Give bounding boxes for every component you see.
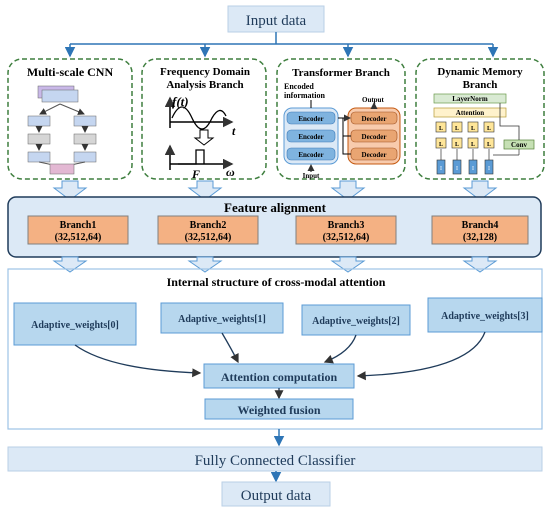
encoder-label-2: Encoder — [298, 133, 323, 141]
input-data-label: Input data — [246, 13, 307, 29]
memory-icon: LayerNorm Attention L L L L L L L L Conv… — [433, 93, 535, 175]
transformer-branch-box — [276, 58, 406, 180]
adaptive-weights-1-box — [160, 302, 284, 334]
feature-alignment-title: Feature alignment — [224, 200, 327, 215]
output-data-box — [221, 481, 331, 507]
branch-box-2: Branch2 (32,512,64) — [157, 215, 259, 245]
adaptive-weights-1: Adaptive_weights[1] — [178, 314, 266, 325]
branch3-shape: (32,512,64) — [323, 232, 370, 243]
mem-input-4: I — [488, 166, 490, 172]
cnn-icon — [27, 85, 97, 175]
t-axis-label: t — [232, 124, 236, 138]
encoded-info-label-2: information — [284, 91, 325, 100]
attention-section-title: Internal structure of cross-modal attent… — [167, 275, 386, 289]
output-data-label: Output data — [241, 488, 312, 504]
cnn-branch-box — [7, 58, 133, 180]
branch-to-alignment-arrows — [52, 180, 498, 201]
branch4-name: Branch4 — [462, 220, 499, 231]
branch1-name: Branch1 — [60, 220, 97, 231]
memory-branch-title-2: Branch — [463, 79, 498, 91]
branch-box-1: Branch1 (32,512,64) — [27, 215, 129, 245]
memory-branch-title-1: Dynamic Memory — [437, 66, 523, 78]
mem-cell-2: L — [455, 126, 459, 132]
transformer-icon: Encoded information Output Encoder Encod… — [283, 82, 401, 180]
adaptive-weights-0: Adaptive_weights[0] — [31, 320, 119, 331]
mem-cell-8: L — [487, 142, 491, 148]
transformer-input-label: Input — [303, 172, 320, 180]
attention-computation-label: Attention computation — [221, 370, 338, 384]
frequency-branch-title-2: Analysis Branch — [166, 79, 243, 91]
mem-cell-4: L — [487, 126, 491, 132]
branch4-shape: (32,128) — [463, 232, 497, 243]
omega-label: ω — [226, 165, 235, 179]
transformer-branch-title: Transformer Branch — [292, 67, 390, 79]
branch1-shape: (32,512,64) — [55, 232, 102, 243]
mem-input-3: I — [472, 166, 474, 172]
branch3-name: Branch3 — [328, 220, 365, 231]
alignment-to-attention-arrows — [52, 256, 498, 273]
encoder-label-1: Encoder — [298, 115, 323, 123]
classifier-label: Fully Connected Classifier — [195, 453, 356, 469]
decoder-label-3: Decoder — [362, 151, 387, 159]
adaptive-weights-2: Adaptive_weights[2] — [312, 316, 400, 327]
transformer-output-label: Output — [362, 96, 384, 104]
attention-section-panel — [7, 268, 543, 430]
classifier-box — [7, 446, 543, 472]
f-of-t-label: f(t) — [172, 94, 189, 109]
branch-box-4: Branch4 (32,128) — [431, 215, 529, 245]
mem-cell-5: L — [439, 142, 443, 148]
memory-branch-box — [415, 58, 545, 180]
frequency-branch-title-1: Frequency Domain — [160, 66, 250, 78]
weighted-fusion-box — [204, 398, 354, 420]
attention-label: Attention — [456, 109, 484, 117]
input-distribution-lines — [64, 32, 499, 58]
decoder-label-1: Decoder — [362, 115, 387, 123]
mem-input-2: I — [456, 166, 458, 172]
branch2-shape: (32,512,64) — [185, 232, 232, 243]
frequency-branch-box — [141, 58, 267, 180]
weights-to-attention-connectors — [74, 331, 486, 381]
mem-cell-3: L — [471, 126, 475, 132]
mem-cell-1: L — [439, 126, 443, 132]
layernorm-label: LayerNorm — [452, 95, 488, 103]
input-data-box — [227, 5, 325, 33]
branch2-name: Branch2 — [190, 220, 227, 231]
branch-box-3: Branch3 (32,512,64) — [295, 215, 397, 245]
mem-input-1: I — [440, 166, 442, 172]
encoded-info-label-1: Encoded — [284, 82, 314, 91]
mem-cell-7: L — [471, 142, 475, 148]
cnn-branch-title: Multi-scale CNN — [27, 65, 114, 79]
encoder-label-3: Encoder — [298, 151, 323, 159]
mem-cell-6: L — [455, 142, 459, 148]
conv-label: Conv — [511, 141, 527, 149]
adaptive-weights-2-box — [301, 304, 411, 336]
adaptive-weights-3: Adaptive_weights[3] — [441, 311, 529, 322]
frequency-icon: f(t) t F ω — [164, 94, 236, 181]
weighted-fusion-label: Weighted fusion — [237, 403, 320, 417]
F-label: F — [191, 167, 200, 181]
feature-alignment-panel — [7, 196, 542, 258]
decoder-label-2: Decoder — [362, 133, 387, 141]
